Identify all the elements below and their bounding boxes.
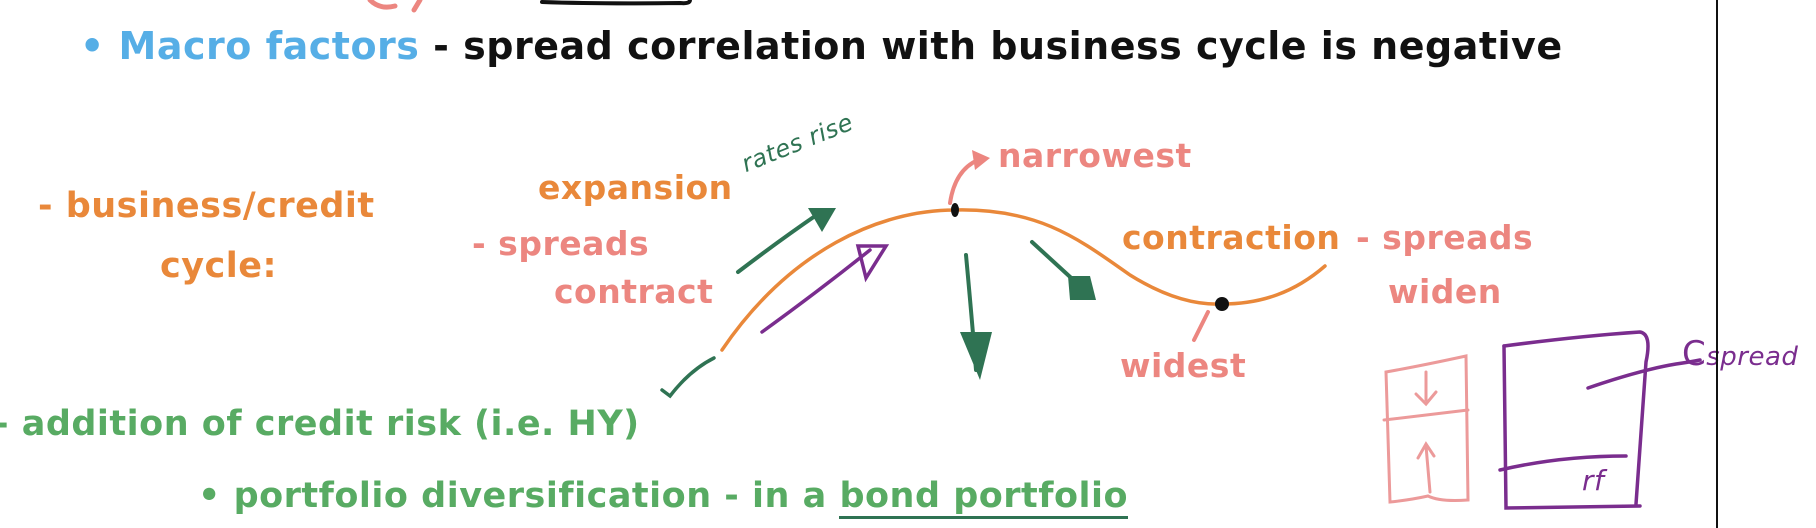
rf-note: rf	[1582, 464, 1605, 497]
down-arrow-icon	[960, 332, 992, 380]
spread-compression-box	[1382, 354, 1470, 504]
diagonal-arrow-icon	[1068, 276, 1096, 300]
header-bullet: •	[80, 24, 105, 68]
c-spread-note: Cspread	[1682, 334, 1798, 374]
spreads-widen-label-2: widen	[1388, 272, 1502, 311]
spreads-widen-label-1: - spreads	[1356, 218, 1534, 257]
cycle-label: cycle:	[160, 246, 278, 286]
diversification-text: portfolio diversification - in a	[233, 476, 840, 516]
credit-risk-line: - addition of credit risk (i.e. HY)	[0, 404, 640, 444]
header-line: • Macro factors - spread correlation wit…	[80, 24, 1563, 68]
trough-point	[1215, 297, 1229, 311]
yield-decomposition-box	[1498, 330, 1702, 510]
bond-portfolio-underlined: bond portfolio	[839, 476, 1129, 519]
peak-point	[951, 203, 959, 217]
rates-rise-arrow-icon	[808, 208, 836, 232]
diversification-bullet: •	[198, 476, 221, 516]
expansion-label: expansion	[538, 168, 733, 207]
macro-factors-heading: Macro factors	[118, 24, 420, 68]
purple-arrow-icon	[855, 244, 890, 283]
business-credit-label: - business/credit	[38, 186, 375, 226]
spreads-contract-label-2: contract	[554, 272, 714, 311]
narrowest-label: narrowest	[998, 136, 1192, 175]
business-cycle-curve	[720, 208, 1327, 352]
page-divider	[1716, 0, 1718, 528]
spread-note: spread	[1706, 342, 1799, 372]
spreads-contract-label-1: - spreads	[472, 224, 650, 263]
c-note: C	[1682, 334, 1707, 374]
header-description: - spread correlation with business cycle…	[433, 24, 1563, 68]
narrowest-arrow-icon	[972, 150, 990, 170]
widest-label: widest	[1120, 346, 1247, 385]
contraction-label: contraction	[1122, 218, 1341, 257]
diversification-line: • portfolio diversification - in a bond …	[198, 476, 1129, 519]
